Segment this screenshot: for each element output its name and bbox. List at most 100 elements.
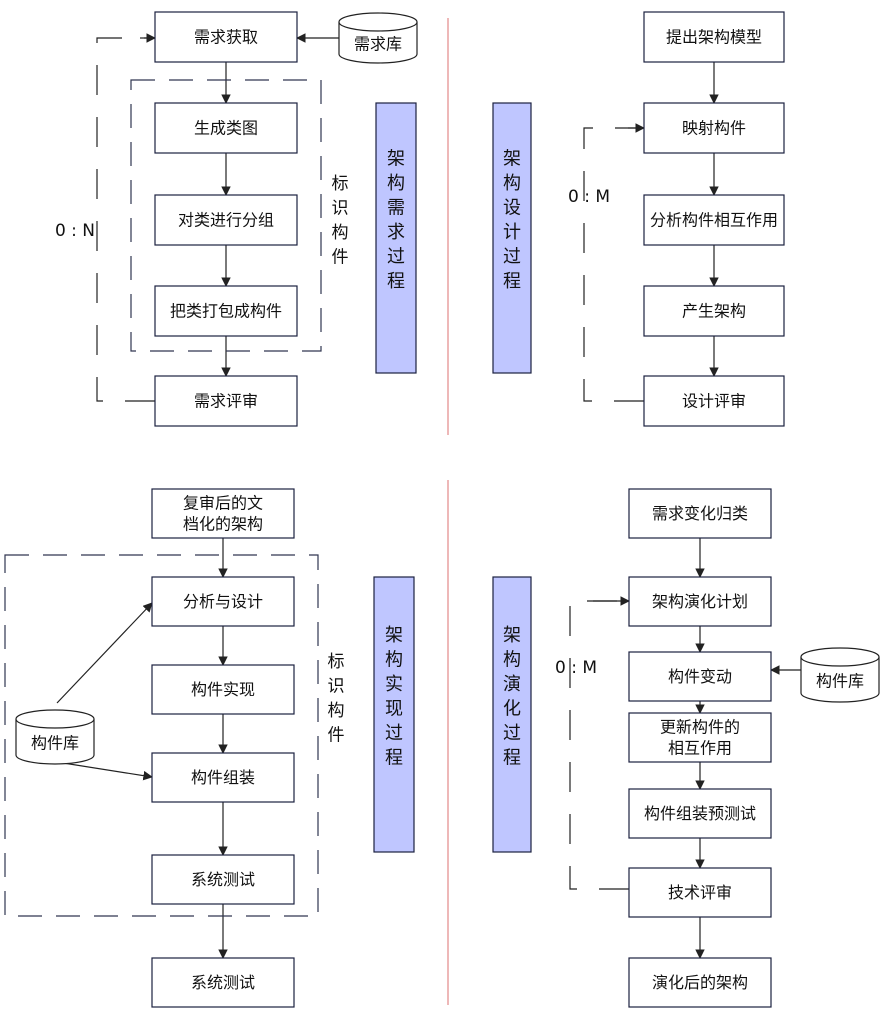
evo-process-label-char: 过 bbox=[503, 723, 521, 744]
req-process-label-char: 过 bbox=[387, 246, 405, 267]
evo-step-2 bbox=[628, 576, 772, 627]
impl-step-1 bbox=[151, 488, 295, 539]
req-process-label-char: 求 bbox=[387, 222, 405, 243]
evo-step-4-label: 相互作用 bbox=[668, 739, 732, 758]
evo-process-label-char: 构 bbox=[503, 649, 521, 670]
impl-step-1-label: 档化的架构 bbox=[183, 515, 263, 534]
req-step-3-label: 对类进行分组 bbox=[178, 211, 274, 230]
evo-step-7 bbox=[628, 957, 772, 1008]
req-step-5 bbox=[154, 375, 298, 427]
evo-step-2-label: 架构演化计划 bbox=[652, 592, 748, 611]
impl-repository-label: 构件库 bbox=[31, 734, 79, 753]
req-step-4-label: 把类打包成构件 bbox=[170, 302, 282, 321]
req-step-5-label: 需求评审 bbox=[194, 392, 258, 411]
design-process-label-char: 计 bbox=[503, 222, 521, 243]
req-identify-group bbox=[130, 79, 322, 352]
req-group-label: 识 bbox=[332, 199, 349, 219]
evo-step-6-label: 技术评审 bbox=[668, 883, 732, 902]
impl-process-label-char: 架 bbox=[385, 625, 403, 646]
req-step-2 bbox=[154, 102, 298, 154]
impl-process-label-char: 构 bbox=[385, 649, 403, 670]
req-process-label-char: 需 bbox=[387, 197, 405, 218]
design-step-3 bbox=[643, 194, 785, 246]
impl-step-6-label: 系统测试 bbox=[191, 973, 255, 992]
design-step-4 bbox=[643, 285, 785, 337]
evo-loop-label: 0 : M bbox=[555, 658, 597, 678]
evo-step-4-label: 更新构件的 bbox=[660, 718, 740, 737]
evo-process-label-char: 程 bbox=[503, 747, 521, 768]
design-process-label-char: 构 bbox=[503, 173, 521, 194]
req-repository-label: 需求库 bbox=[354, 35, 402, 54]
req-repository bbox=[338, 22, 418, 64]
impl-process-label-char: 过 bbox=[385, 723, 403, 744]
impl-group-label: 标 bbox=[328, 652, 345, 672]
design-process-label bbox=[492, 102, 532, 374]
req-process-label-char: 构 bbox=[387, 173, 405, 194]
evo-loop bbox=[569, 600, 629, 890]
design-step-2-label: 映射构件 bbox=[682, 119, 746, 138]
evo-process-label-char: 化 bbox=[503, 698, 521, 719]
impl-process-label bbox=[373, 576, 415, 853]
design-loop bbox=[583, 127, 644, 402]
req-loop-label: 0 : N bbox=[55, 221, 95, 241]
evo-process-label-char: 演 bbox=[503, 674, 521, 695]
impl-step-4 bbox=[151, 752, 295, 803]
impl-repo-arrow-design bbox=[56, 602, 153, 704]
evo-repository-label: 构件库 bbox=[816, 672, 864, 691]
req-step-1-label: 需求获取 bbox=[194, 28, 258, 47]
impl-process-label-char: 实 bbox=[385, 674, 403, 695]
impl-step-5 bbox=[151, 854, 295, 905]
evo-step-1-label: 需求变化归类 bbox=[652, 504, 748, 523]
impl-repo-arrow-assembly bbox=[56, 761, 153, 781]
evo-step-3-label: 构件变动 bbox=[668, 667, 732, 686]
design-process-label-char: 设 bbox=[503, 197, 521, 218]
impl-repository-top bbox=[15, 709, 95, 729]
req-group-label: 标 bbox=[332, 174, 349, 194]
req-process-label bbox=[375, 102, 417, 374]
evo-step-5 bbox=[628, 788, 772, 839]
req-group-label: 构 bbox=[332, 223, 349, 243]
impl-identify-group bbox=[4, 554, 319, 917]
impl-step-3 bbox=[151, 664, 295, 715]
req-step-1 bbox=[154, 11, 298, 63]
impl-group-label: 识 bbox=[328, 677, 345, 697]
req-step-2-label: 生成类图 bbox=[194, 119, 258, 138]
req-loop bbox=[96, 37, 155, 402]
req-process-label-char: 程 bbox=[387, 271, 405, 292]
design-step-4-label: 产生架构 bbox=[682, 302, 746, 321]
impl-step-5-label: 系统测试 bbox=[191, 870, 255, 889]
impl-step-2 bbox=[151, 576, 295, 627]
evo-step-5-label: 构件组装预测试 bbox=[644, 804, 756, 823]
req-step-4 bbox=[154, 285, 298, 337]
req-step-3 bbox=[154, 194, 298, 246]
impl-step-1-label: 复审后的文 bbox=[183, 494, 263, 513]
design-process-label-char: 程 bbox=[503, 271, 521, 292]
design-loop-label: 0 : M bbox=[568, 187, 610, 207]
design-step-2 bbox=[643, 102, 785, 154]
evo-step-6 bbox=[628, 867, 772, 918]
impl-group-label: 件 bbox=[328, 726, 345, 746]
evo-step-1 bbox=[628, 488, 772, 539]
impl-repository bbox=[15, 719, 95, 765]
evo-process-label bbox=[492, 576, 532, 853]
impl-process-label-char: 程 bbox=[385, 747, 403, 768]
evo-step-3 bbox=[628, 651, 772, 702]
req-group-label: 件 bbox=[332, 248, 349, 268]
design-process-label-char: 过 bbox=[503, 246, 521, 267]
evo-repository bbox=[800, 657, 880, 703]
impl-step-3-label: 构件实现 bbox=[191, 680, 255, 699]
req-repository-top bbox=[338, 12, 418, 32]
evo-step-4 bbox=[628, 712, 772, 763]
impl-step-4-label: 构件组装 bbox=[191, 768, 255, 787]
impl-group-label: 构 bbox=[328, 701, 345, 721]
design-step-1-label: 提出架构模型 bbox=[666, 28, 762, 47]
design-process-label-char: 架 bbox=[503, 148, 521, 169]
impl-step-2-label: 分析与设计 bbox=[183, 592, 263, 611]
evo-process-label-char: 架 bbox=[503, 625, 521, 646]
design-step-5-label: 设计评审 bbox=[682, 392, 746, 411]
design-step-1 bbox=[643, 11, 785, 63]
design-step-3-label: 分析构件相互作用 bbox=[650, 211, 778, 230]
evo-step-7-label: 演化后的架构 bbox=[652, 973, 748, 992]
impl-process-label-char: 现 bbox=[385, 698, 403, 719]
